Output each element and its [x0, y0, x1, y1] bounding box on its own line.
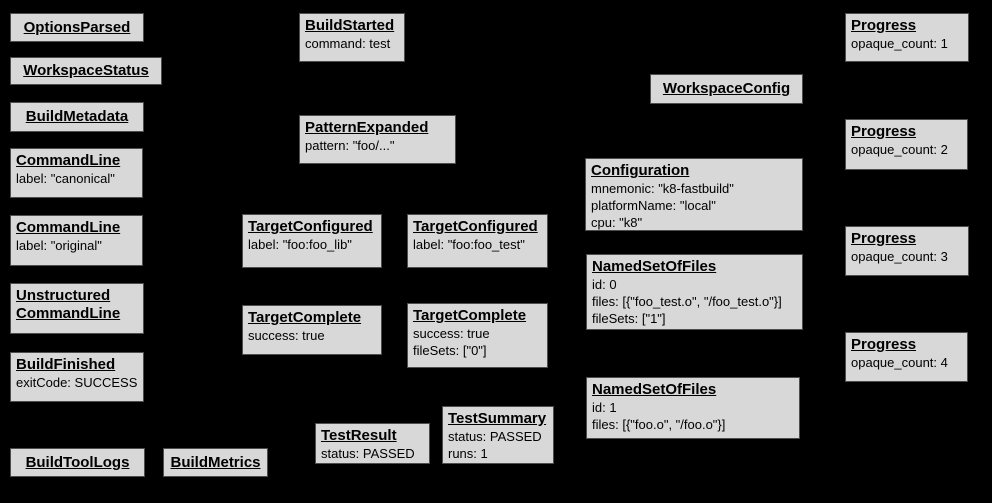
- node-target-complete-foo-test: TargetComplete success: true fileSets: […: [407, 303, 548, 368]
- node-title: Configuration: [591, 162, 690, 179]
- node-detail-line: mnemonic: "k8-fastbuild": [591, 181, 734, 196]
- node-detail-line: label: "foo:foo_test": [413, 237, 525, 252]
- node-detail-line: success: true: [248, 328, 325, 343]
- node-title: Progress: [851, 17, 917, 34]
- node-detail-line: cpu: "k8": [591, 215, 643, 230]
- node-title: Progress: [851, 336, 917, 353]
- node-title: BuildStarted: [305, 17, 395, 34]
- node-detail-line: files: [{"foo.o", "/foo.o"}]: [592, 417, 726, 432]
- node-title: TestSummary: [448, 410, 547, 427]
- node-title: PatternExpanded: [305, 119, 429, 136]
- node-detail-line: opaque_count: 1: [851, 36, 948, 51]
- node-title: CommandLine: [16, 219, 121, 236]
- node-detail-line: exitCode: SUCCESS: [16, 375, 138, 390]
- node-target-configured-foo-lib: TargetConfigured label: "foo:foo_lib": [242, 214, 382, 268]
- node-named-set-of-files-1: NamedSetOfFiles id: 1 files: [{"foo.o", …: [586, 377, 800, 439]
- node-title: TargetComplete: [248, 309, 362, 326]
- node-detail-line: success: true: [413, 326, 490, 341]
- node-detail-line: command: test: [305, 36, 391, 51]
- node-title: TargetComplete: [413, 307, 527, 324]
- node-detail-line: platformName: "local": [591, 198, 716, 213]
- node-named-set-of-files-0: NamedSetOfFiles id: 0 files: [{"foo_test…: [586, 254, 803, 330]
- node-progress-1: Progress opaque_count: 1: [845, 13, 969, 62]
- node-detail-line: label: "canonical": [16, 171, 115, 186]
- node-detail-line: opaque_count: 3: [851, 249, 948, 264]
- node-title: WorkspaceStatus: [23, 62, 149, 79]
- node-workspace-config: WorkspaceConfig: [650, 74, 803, 104]
- node-build-finished: BuildFinished exitCode: SUCCESS: [10, 352, 144, 402]
- node-workspace-status: WorkspaceStatus: [10, 57, 162, 85]
- node-title: NamedSetOfFiles: [592, 381, 717, 398]
- node-detail-line: files: [{"foo_test.o", "/foo_test.o"}]: [592, 294, 782, 309]
- node-command-line-canonical: CommandLine label: "canonical": [10, 148, 143, 198]
- node-title: BuildMetadata: [25, 108, 129, 125]
- node-title: OptionsParsed: [23, 18, 131, 36]
- node-title: Progress: [851, 230, 917, 247]
- node-detail-line: fileSets: ["1"]: [592, 311, 666, 326]
- node-title: CommandLine: [16, 152, 121, 169]
- node-title: Unstructured CommandLine: [16, 287, 121, 322]
- node-target-configured-foo-test: TargetConfigured label: "foo:foo_test": [407, 214, 548, 268]
- node-build-metrics: BuildMetrics: [163, 448, 268, 477]
- node-title: WorkspaceConfig: [662, 80, 791, 97]
- node-detail-line: status: PASSED: [321, 446, 415, 461]
- node-pattern-expanded: PatternExpanded pattern: "foo/...": [299, 115, 456, 164]
- node-title: BuildToolLogs: [25, 453, 130, 471]
- node-progress-2: Progress opaque_count: 2: [845, 119, 968, 170]
- node-test-summary: TestSummary status: PASSED runs: 1: [442, 406, 554, 464]
- node-detail-line: label: "foo:foo_lib": [248, 237, 352, 252]
- node-unstructured-command-line: Unstructured CommandLine: [10, 283, 144, 334]
- node-detail-line: runs: 1: [448, 446, 488, 461]
- node-progress-4: Progress opaque_count: 4: [845, 332, 968, 382]
- node-title: NamedSetOfFiles: [592, 258, 717, 275]
- node-command-line-original: CommandLine label: "original": [10, 215, 143, 266]
- node-detail-line: label: "original": [16, 238, 102, 253]
- node-title: Progress: [851, 123, 917, 140]
- node-test-result: TestResult status: PASSED: [315, 423, 430, 464]
- node-build-started: BuildStarted command: test: [299, 13, 405, 62]
- node-detail-line: status: PASSED: [448, 429, 542, 444]
- node-detail-line: id: 0: [592, 277, 617, 292]
- node-build-tool-logs: BuildToolLogs: [10, 448, 145, 477]
- node-detail-line: fileSets: ["0"]: [413, 343, 487, 358]
- node-title: TestResult: [321, 427, 397, 444]
- node-title: BuildMetrics: [170, 453, 261, 471]
- node-detail-line: opaque_count: 4: [851, 355, 948, 370]
- node-configuration: Configuration mnemonic: "k8-fastbuild" p…: [585, 158, 803, 231]
- node-build-metadata: BuildMetadata: [10, 102, 144, 132]
- node-title: TargetConfigured: [248, 218, 373, 235]
- node-detail-line: id: 1: [592, 400, 617, 415]
- node-title: TargetConfigured: [413, 218, 538, 235]
- node-progress-3: Progress opaque_count: 3: [845, 226, 969, 276]
- node-detail-line: opaque_count: 2: [851, 142, 948, 157]
- node-options-parsed: OptionsParsed: [10, 13, 144, 42]
- node-target-complete-foo-lib: TargetComplete success: true: [242, 305, 382, 355]
- node-detail-line: pattern: "foo/...": [305, 138, 395, 153]
- node-title: BuildFinished: [16, 356, 116, 373]
